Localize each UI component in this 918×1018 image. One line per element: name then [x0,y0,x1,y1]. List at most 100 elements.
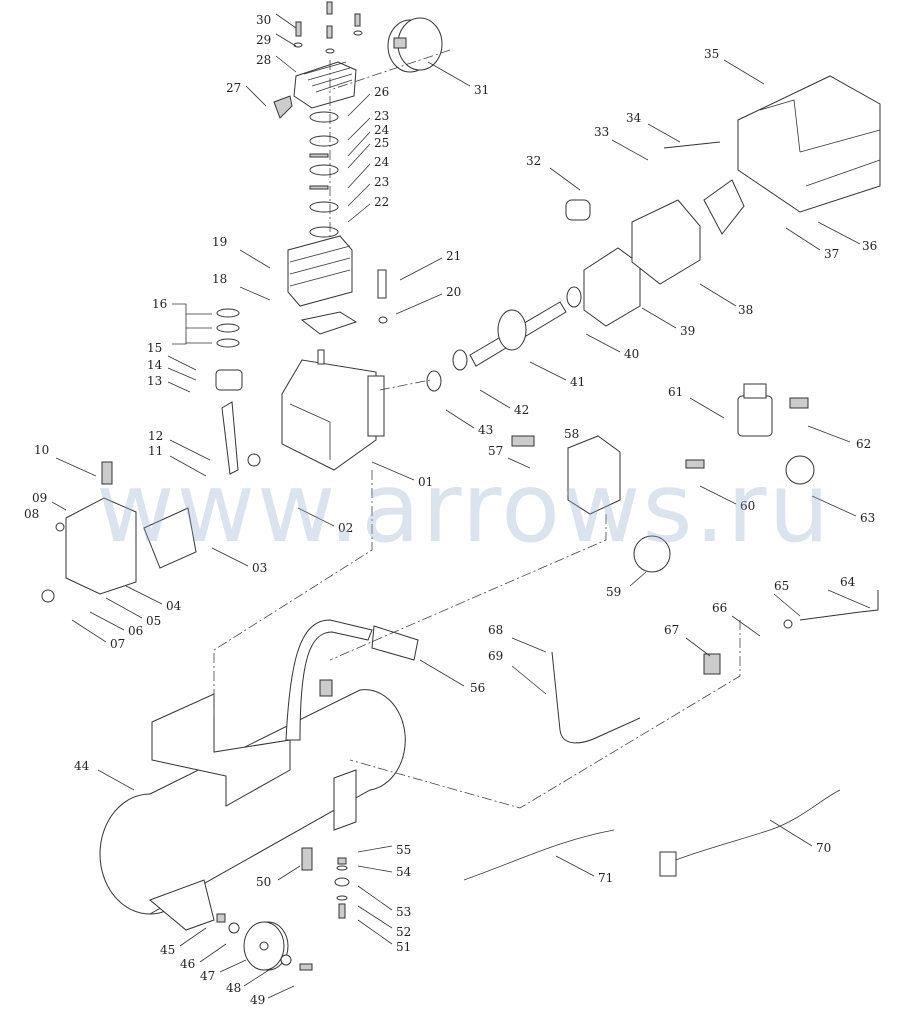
part-number-label: 30 [256,13,271,27]
leader-line [97,769,135,791]
part-callout-65: 65 [773,579,801,617]
part-callout-36: 36 [817,221,877,253]
part-number-label: 45 [160,943,175,957]
part-callout-56: 56 [419,659,485,695]
part-number-label: 06 [128,624,143,638]
part-number-label: 41 [570,375,585,389]
part-number-label: 29 [256,33,271,47]
part-number-label: 58 [564,427,579,441]
part-number-label: 64 [840,575,856,589]
part-callout-48: 48 [226,967,273,995]
leader-line [211,547,249,567]
leader-line [347,183,371,207]
leader-line [219,959,247,973]
power-cords [463,789,841,881]
part-callout-43: 43 [445,409,493,437]
part-number-label: 43 [478,423,493,437]
leader-line [555,855,595,877]
part-number-label: 71 [598,871,613,885]
leader-line [167,355,197,371]
part-callout-29: 29 [256,33,297,47]
leader-line [347,117,371,141]
part-callout-01: 01 [371,461,433,489]
part-number-label: 27 [226,81,241,95]
part-number-label: 32 [526,154,541,168]
part-callout-32: 32 [526,154,581,191]
part-number-label: 25 [374,136,389,150]
leader-line [347,203,371,223]
part-number-label: 23 [374,175,389,189]
part-number-label: 36 [862,239,877,253]
leader-line [105,597,143,619]
leader-line [427,61,471,87]
part-number-label: 34 [626,111,642,125]
leader-line [395,293,443,315]
piston-assembly [215,308,243,475]
valve-plate-stack [309,111,339,238]
part-number-label: 47 [200,969,215,983]
leader-line [55,457,97,477]
part-number-label: 69 [488,649,503,663]
fan-shroud [737,75,881,213]
leader-line [357,845,393,853]
part-number-label: 54 [396,865,412,879]
leader-line [585,333,621,353]
part-callout-40: 40 [585,333,639,361]
part-number-label: 67 [664,623,679,637]
leader-line [275,55,297,73]
part-callout-06: 06 [89,611,143,638]
leader-line [699,283,737,307]
part-number-label: 12 [148,429,163,443]
part-number-label: 38 [738,303,753,317]
part-callout-45: 45 [160,927,207,957]
part-callout-20: 20 [395,285,461,315]
part-number-label: 37 [824,247,839,261]
part-callout-23: 23 [347,109,389,141]
leader-line [811,495,857,517]
part-callout-23: 23 [347,175,389,207]
part-number-label: 28 [256,53,271,67]
leader-line [807,425,851,443]
leader-line [479,389,511,409]
part-number-label: 61 [668,385,683,399]
regulator-assembly [511,383,815,573]
leader-line [245,85,267,107]
part-number-label: 53 [396,905,411,919]
part-callout-02: 02 [297,507,353,535]
leader-line [169,455,207,477]
part-callout-12: 12 [148,429,211,461]
leader-line [371,461,415,481]
assembly-lines [213,49,741,809]
leader-line [827,589,871,609]
part-callout-39: 39 [641,307,695,338]
part-number-label: 31 [474,83,489,97]
wheel-assembly [216,847,350,971]
part-callout-71: 71 [555,855,613,885]
leader-line [357,905,393,929]
part-callout-42: 42 [479,389,529,417]
leader-line [399,257,443,281]
leader-line [243,967,273,987]
part-drawings [41,1,881,971]
part-callout-57: 57 [488,444,531,469]
part-callout-24: 24 [347,123,390,157]
part-callout-05: 05 [105,597,161,628]
part-callout-21: 21 [399,249,461,281]
part-callout-67: 67 [664,623,711,657]
part-callout-52: 52 [357,905,411,939]
part-callout-30: 30 [256,13,297,29]
leader-line [699,485,737,505]
part-callout-55: 55 [357,843,411,857]
leader-line [71,619,107,643]
leader-line [357,885,393,911]
leader-line [239,286,271,301]
leader-line [549,167,581,191]
leader-line [277,865,301,881]
leader-line [199,943,227,963]
part-callout-49: 49 [250,985,295,1007]
part-callout-09: 09 [32,491,67,511]
leader-line [167,367,197,381]
leader-line [511,637,547,653]
leader-line [347,131,371,157]
leader-line [731,615,761,637]
